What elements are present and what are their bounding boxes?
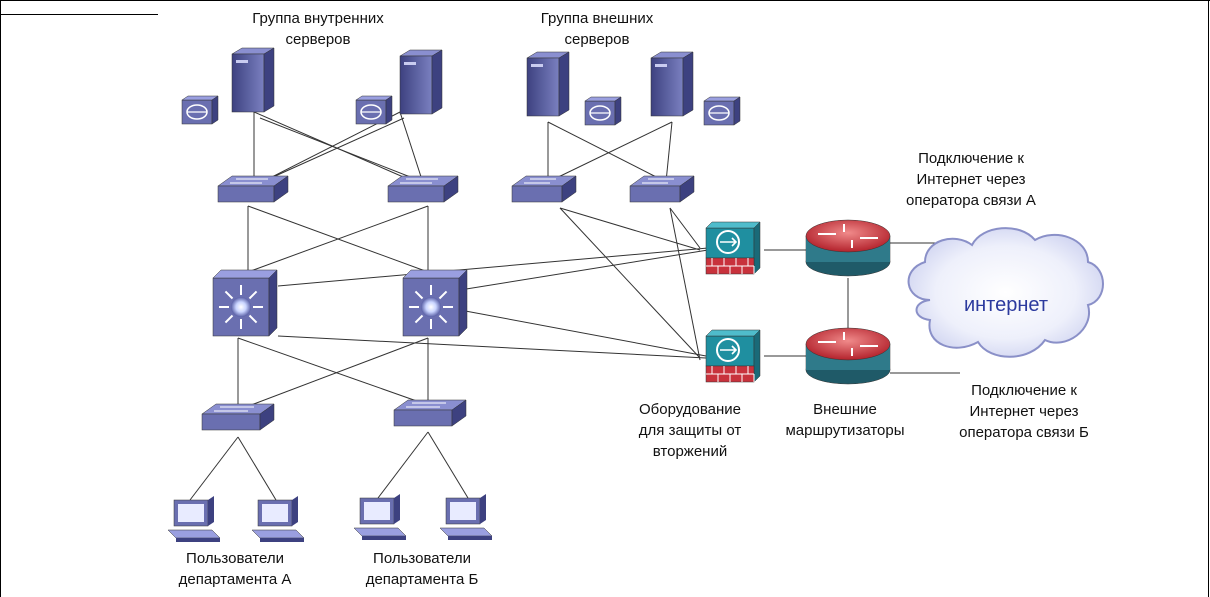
link [237, 337, 429, 406]
server-tower-icon [231, 47, 275, 113]
internet-label: интернет [964, 294, 1048, 316]
workgroup-switch-icon [393, 399, 467, 427]
workstation-icon [251, 496, 305, 542]
external-servers-label: Группа внешних серверов [541, 10, 654, 48]
label-line: департамента Б [366, 571, 479, 588]
label-line: Подключение к [971, 382, 1077, 399]
workgroup-switch-icon [387, 175, 459, 203]
link [665, 121, 673, 183]
workgroup-switch-icon [201, 403, 275, 431]
link [261, 117, 405, 183]
label-line: маршрутизаторы [785, 422, 904, 439]
link [237, 337, 429, 411]
multilayer-switch-icon [212, 269, 278, 337]
workstation-icon [353, 494, 407, 540]
isp-a-label: Подключение к Интернет через оператора свя… [906, 150, 1036, 209]
ids-firewall-icon [705, 329, 761, 383]
label-line: Группа внешних [541, 10, 654, 27]
disk-storage-icon [703, 96, 741, 126]
link [237, 436, 277, 501]
link [547, 121, 673, 183]
workgroup-switch-icon [629, 175, 695, 203]
link [259, 117, 419, 181]
link [427, 431, 469, 499]
ids-firewall-icon [705, 221, 761, 275]
link [459, 309, 707, 357]
workgroup-switch-icon [511, 175, 577, 203]
label-line: Интернет через [969, 403, 1078, 420]
link [547, 121, 667, 183]
workstation-icon [167, 496, 221, 542]
ids-label: Оборудование для защиты от вторжений [639, 401, 742, 460]
label-line: оператора связи Б [959, 424, 1089, 441]
label-line: Пользователи [373, 550, 471, 567]
router-icon [805, 327, 891, 385]
internal-servers-label: Группа внутренних серверов [252, 10, 384, 48]
link [377, 431, 429, 499]
label-line: департамента А [179, 571, 292, 588]
corner-cell [0, 0, 158, 15]
multilayer-switch-icon [402, 269, 468, 337]
label-line: для защиты от [639, 422, 742, 439]
label-line: Пользователи [186, 550, 284, 567]
cloud-icon [907, 227, 1104, 358]
link [277, 247, 709, 287]
disk-storage-icon [355, 95, 393, 125]
link [253, 111, 401, 187]
links [189, 111, 968, 501]
label-line: вторжений [653, 443, 727, 460]
link [247, 205, 429, 273]
isp-b-label: Подключение к Интернет через оператора свя… [959, 382, 1089, 441]
link [399, 111, 425, 187]
label-line: Интернет через [916, 171, 1025, 188]
link [559, 207, 701, 359]
users-a-label: Пользователи департамента А [179, 550, 292, 588]
disk-storage-icon [181, 95, 219, 125]
label-line: Внешние [813, 401, 877, 418]
label-line: серверов [286, 31, 351, 48]
link [277, 335, 707, 359]
link [189, 436, 239, 501]
label-line: Оборудование [639, 401, 741, 418]
server-tower-icon [526, 51, 570, 117]
routers-label: Внешние маршрутизаторы [785, 401, 904, 439]
server-tower-icon [650, 51, 694, 117]
users-b-label: Пользователи департамента Б [366, 550, 479, 588]
router-icon [805, 219, 891, 277]
label-line: серверов [565, 31, 630, 48]
label-line: оператора связи А [906, 192, 1036, 209]
server-tower-icon [399, 49, 443, 115]
link [669, 207, 701, 249]
page-top-border [0, 0, 1210, 1]
label-line: Подключение к [918, 150, 1024, 167]
workstation-icon [439, 494, 493, 540]
label-line: Группа внутренних [252, 10, 384, 27]
workgroup-switch-icon [217, 175, 289, 203]
disk-storage-icon [584, 96, 622, 126]
link [559, 207, 701, 251]
link [669, 207, 701, 361]
link [459, 249, 709, 291]
